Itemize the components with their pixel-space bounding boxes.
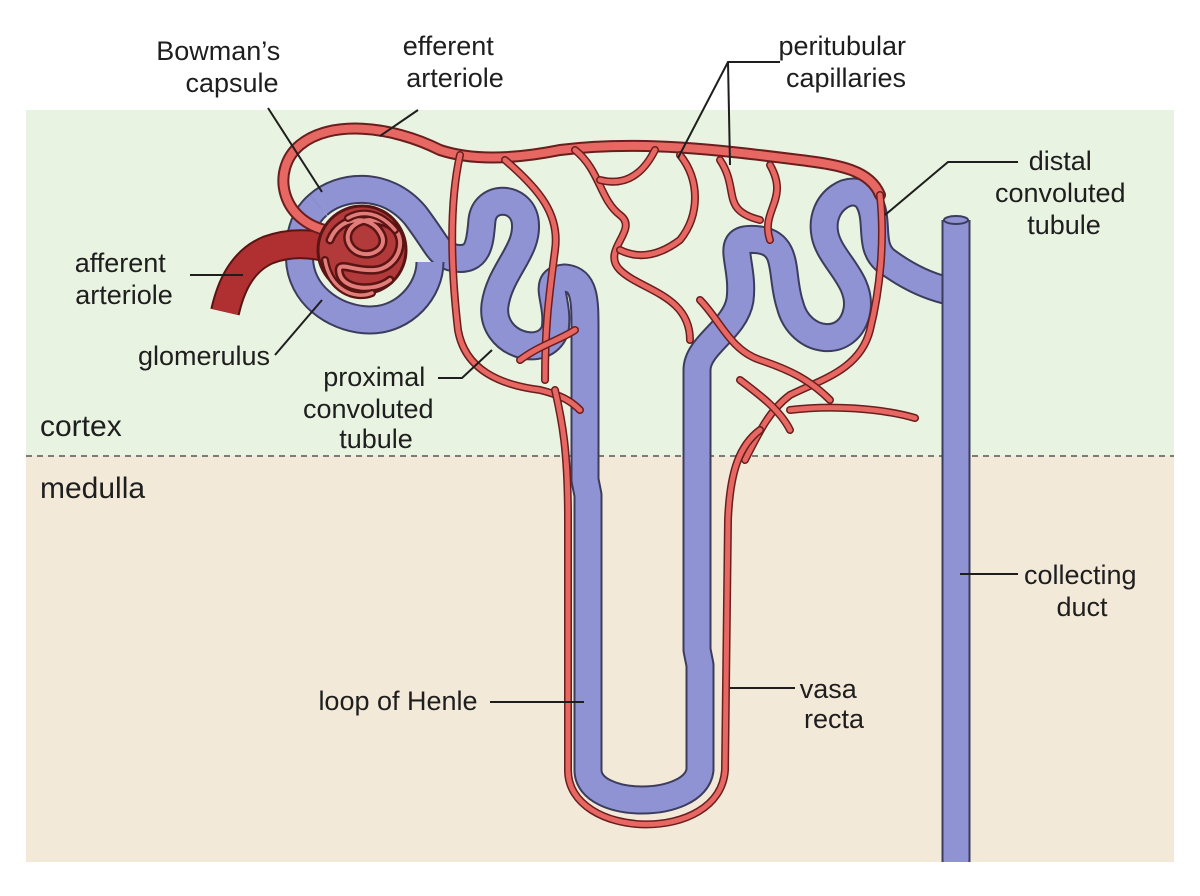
glomerulus-label: glomerulus [138, 341, 270, 371]
medulla-label: medulla [40, 472, 145, 505]
distal-convoluted-tubule-label: distal convoluted tubule [995, 146, 1133, 240]
peritubular-capillaries-label: peritubular capillaries [778, 31, 913, 93]
peritubular-capillaries [448, 146, 919, 464]
efferent-arteriole [279, 124, 884, 236]
cortex-region [26, 110, 1174, 456]
loop-of-henle-label: loop of Henle [318, 686, 477, 716]
vasa-recta-label: vasa recta [800, 674, 865, 734]
proximal-convoluted-tubule-label: proximal convoluted tubule [303, 362, 441, 454]
efferent-arteriole-label: efferent arteriole [403, 31, 504, 93]
collecting-duct-label: collecting duct [1024, 560, 1144, 622]
leader-lines [190, 61, 1018, 703]
afferent-arteriole-label: afferent arteriole [75, 248, 174, 310]
bowmans-capsule-label: Bowman’s capsule [156, 36, 288, 98]
cortex-label: cortex [40, 410, 122, 443]
vasa-recta [552, 387, 763, 827]
glomerulus [316, 204, 408, 300]
